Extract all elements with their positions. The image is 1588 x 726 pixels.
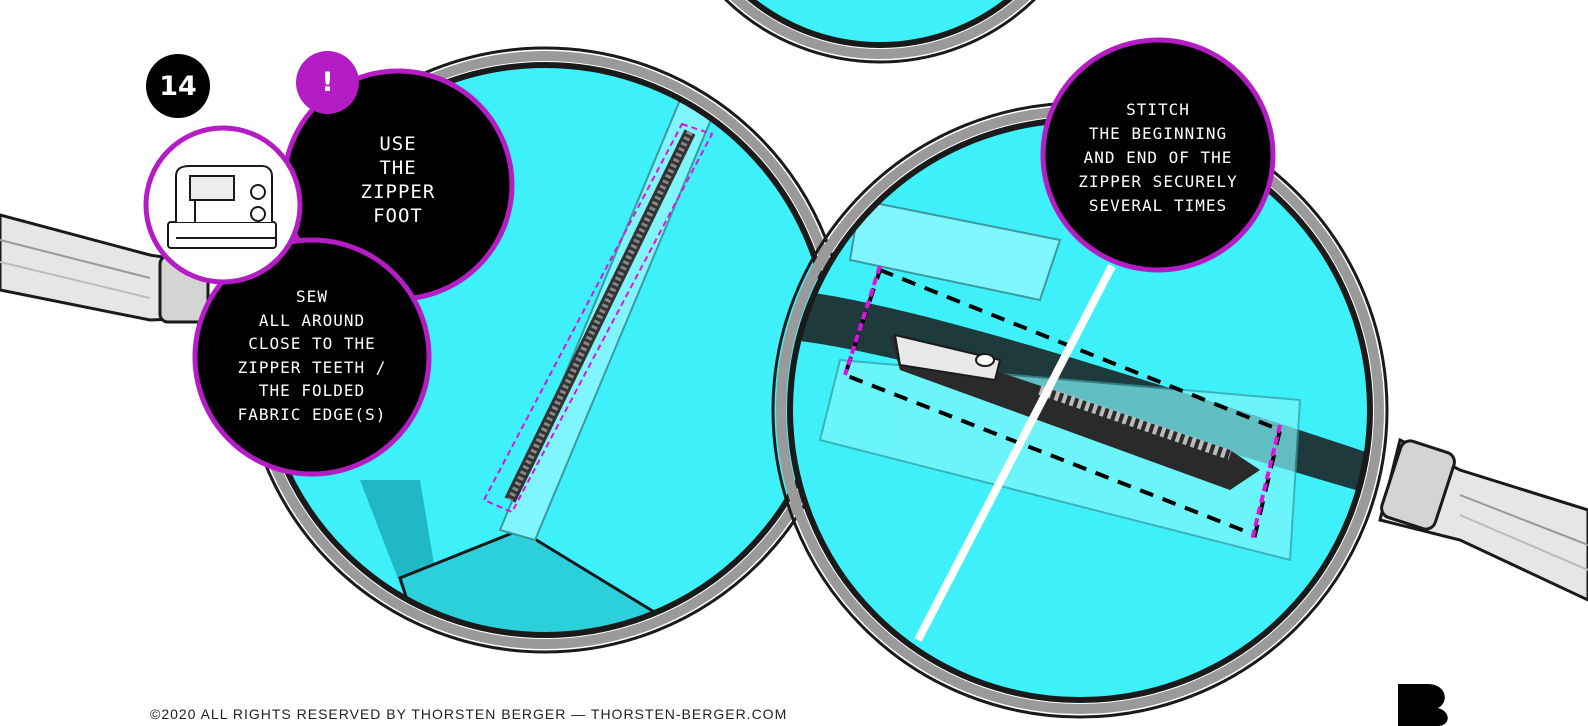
right-magnifier-handle [1379,438,1588,600]
stitch-secure-text: STITCH THE BEGINNING AND END OF THE ZIPP… [1053,98,1263,218]
top-magnifier-lens [658,0,1102,62]
sew-around-text: SEW ALL AROUND CLOSE TO THE ZIPPER TEETH… [212,285,412,426]
step-number-badge: 14 [146,54,210,118]
brand-logo-icon [1398,684,1454,726]
warning-badge: ! [296,51,359,114]
copyright-footer: ©2020 ALL RIGHTS RESERVED BY THORSTEN BE… [150,706,787,722]
use-zipper-foot-text: USE THE ZIPPER FOOT [334,132,462,228]
sewing-machine-icon [168,166,276,248]
